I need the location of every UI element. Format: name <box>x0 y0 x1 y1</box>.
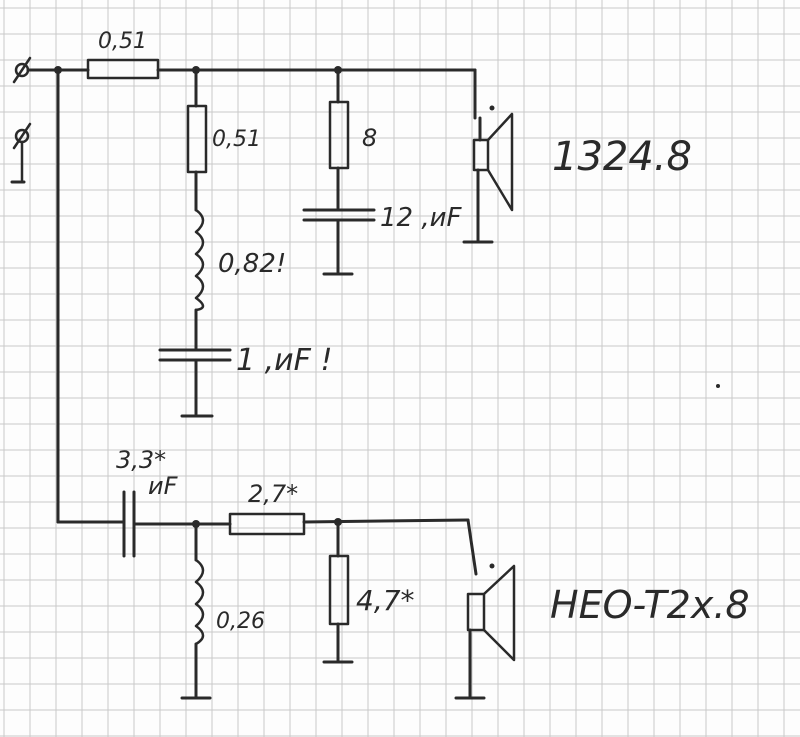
shunt-inductor-label: 0,82! <box>218 249 286 279</box>
shunt-inductor <box>194 208 205 312</box>
tweeter-capacitor-label: 3,3* <box>116 446 166 474</box>
tweeter-speaker-icon <box>454 518 516 700</box>
tweeter-bus-wire-right <box>302 518 470 524</box>
shunt-capacitor-label: 1 ,иF ! <box>236 343 332 378</box>
shunt-resistor <box>186 104 208 174</box>
zobel-resistor <box>328 100 350 170</box>
woofer-speaker-icon <box>462 105 514 244</box>
tweeter-shunt-inductor <box>180 522 212 700</box>
series-resistor <box>86 58 160 80</box>
zobel-capacitor-label: 12 ,иF <box>380 203 463 233</box>
shunt-resistor-label: 0,51 <box>212 127 261 152</box>
series-resistor-label: 0,51 <box>98 29 147 54</box>
tweeter-series-resistor-label: 2,7* <box>248 480 298 508</box>
woofer-model-label: 1324.8 <box>552 134 692 180</box>
input-terminal-ground <box>10 122 32 184</box>
tweeter-capacitor-unit: иF <box>148 472 179 500</box>
zobel-resistor-label: 8 <box>362 124 377 152</box>
shunt-branch-1 <box>158 68 232 418</box>
tweeter-inductor-label: 0,26 <box>216 609 265 634</box>
zobel-branch <box>302 68 376 276</box>
tweeter-model-label: HEO-T2x.8 <box>550 583 750 627</box>
tweeter-shunt-resistor-label: 4,7* <box>356 584 415 617</box>
tweeter-series-resistor <box>228 512 306 536</box>
ink-speck <box>716 384 720 388</box>
tweeter-shunt-resistor <box>322 520 354 664</box>
